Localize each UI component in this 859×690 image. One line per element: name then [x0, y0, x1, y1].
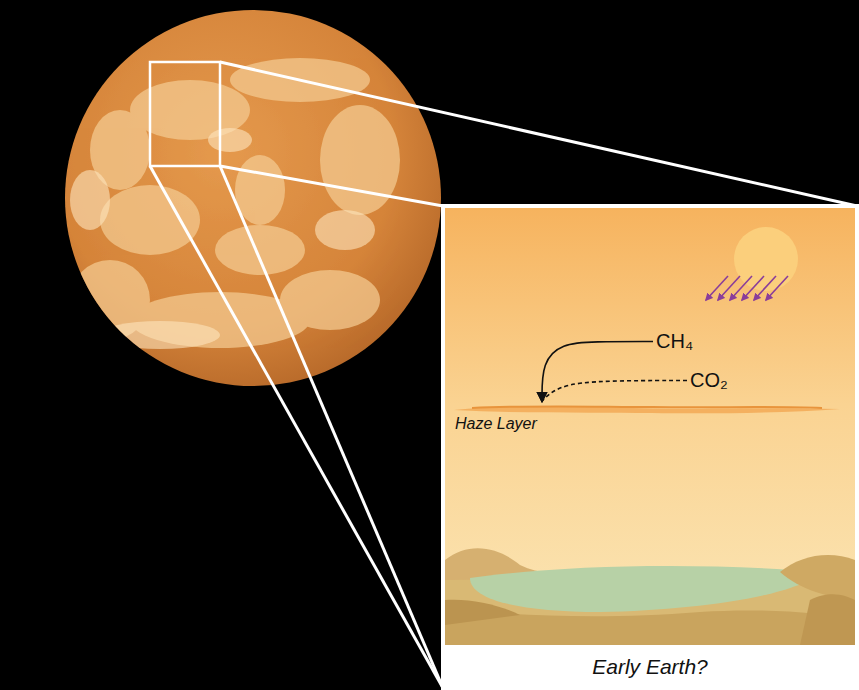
haze-layer: Haze Layer: [452, 398, 844, 438]
haze-label: Haze Layer: [455, 415, 537, 433]
inset-scene: [443, 206, 857, 688]
gas-label: CH₄: [656, 330, 693, 353]
zoom-square: [150, 62, 220, 166]
gas-formula: CH₄: [656, 330, 693, 353]
zoom-lines: [150, 62, 857, 688]
globe: [65, 10, 441, 386]
sunlight-arrows: [706, 276, 788, 300]
reaction-arrow: [542, 381, 687, 403]
gas-label: CO₂: [690, 369, 728, 392]
reaction-arrow: [542, 342, 653, 403]
gas-formula: CO₂: [690, 369, 728, 392]
caption: Early Earth?: [443, 646, 857, 688]
